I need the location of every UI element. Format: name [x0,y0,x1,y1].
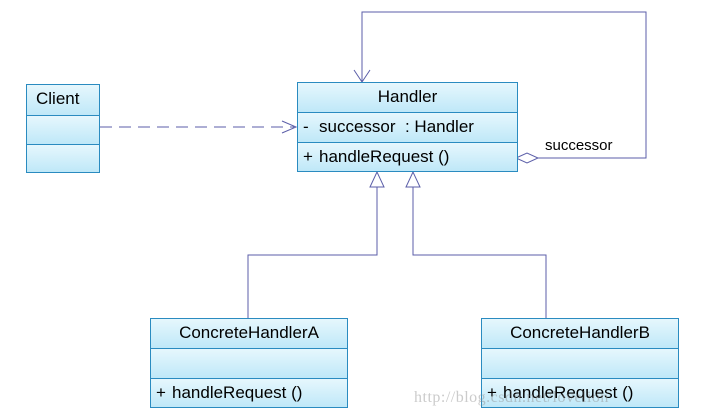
concrete-handler-b-name-compartment: ConcreteHandlerB [482,319,678,348]
operation-text: handleRequest () [172,383,303,402]
client-class-name: Client [36,89,80,108]
client-name-compartment: Client [27,85,99,115]
handler-operations-compartment: + handleRequest () [298,142,517,171]
concrete-handler-a-class[interactable]: ConcreteHandlerA + handleRequest () [150,318,348,408]
client-attributes-compartment [27,115,99,144]
visibility-private: - [303,117,309,136]
concrete-handler-b-attributes-compartment [482,348,678,378]
operation-text: handleRequest () [319,147,450,166]
operation-text: handleRequest () [503,383,634,402]
generalization-line-a [247,187,378,318]
watermark-text: http://blog.csdn.net/lovelion [414,389,609,406]
handler-operation-handlerequest: + handleRequest () [298,143,517,171]
concrete-handler-a-name-compartment: ConcreteHandlerA [151,319,347,348]
self-association-line [361,11,647,159]
concrete-handler-b-class[interactable]: ConcreteHandlerB + handleRequest () [481,318,679,408]
concrete-handler-b-operations-compartment: + handleRequest () [482,378,678,407]
visibility-public: + [156,383,166,402]
handler-class[interactable]: Handler -successor : Handler + handleRequ… [297,82,518,172]
attribute-text: successor : Handler [319,117,474,136]
handler-attributes-compartment: -successor : Handler [298,112,517,142]
generalization-line-b [412,187,547,318]
concrete-handler-a-attributes-compartment [151,348,347,378]
visibility-public: + [303,147,313,166]
concrete-handler-a-class-name: ConcreteHandlerA [179,323,319,342]
concrete-handler-b-class-name: ConcreteHandlerB [510,323,650,342]
handler-name-compartment: Handler [298,83,517,112]
dependency-arrowhead [281,120,298,134]
generalization-arrowhead-b [405,170,421,188]
handler-attribute-successor: -successor : Handler [298,113,517,141]
concrete-handler-a-operations-compartment: + handleRequest () [151,378,347,407]
concrete-handler-a-operation: + handleRequest () [151,379,347,407]
successor-role-label: successor [545,137,613,154]
visibility-public: + [487,383,497,402]
handler-class-name: Handler [377,87,438,106]
client-class[interactable]: Client [26,84,100,173]
aggregation-diamond [514,152,540,164]
client-operations-compartment [27,144,99,172]
generalization-arrowhead-a [369,170,385,188]
concrete-handler-b-operation: + handleRequest () [482,379,678,407]
